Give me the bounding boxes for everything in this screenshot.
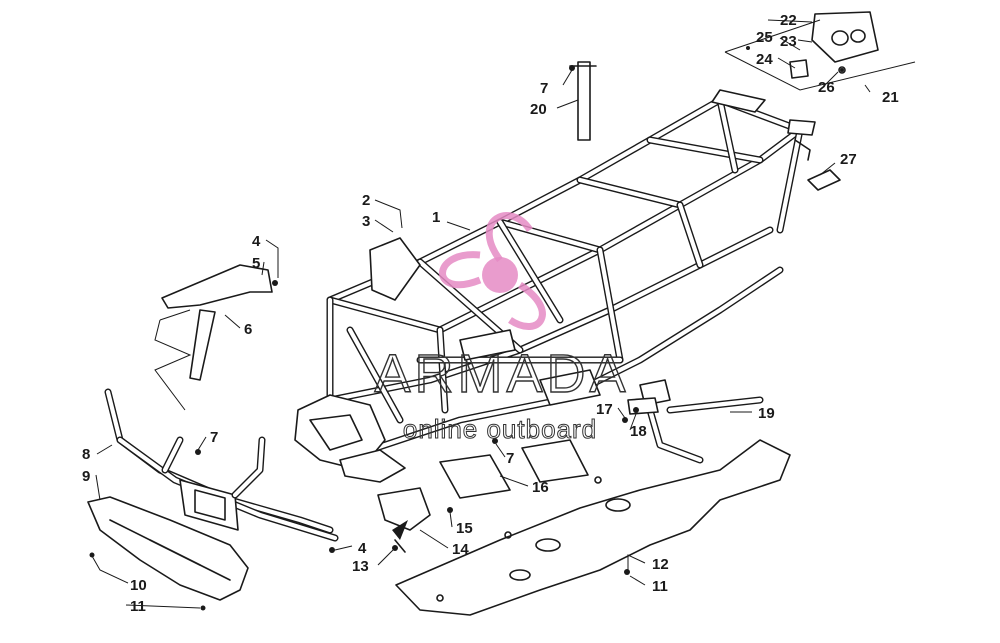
heat-shields xyxy=(439,439,589,499)
callout-25: 25 xyxy=(756,29,773,46)
callout-3: 3 xyxy=(362,213,370,230)
callout-16: 16 xyxy=(532,479,549,496)
callout-21: 21 xyxy=(882,89,899,106)
callout-14: 14 xyxy=(452,541,469,558)
callout-4a: 4 xyxy=(252,233,261,250)
callout-7a: 7 xyxy=(210,429,218,446)
callout-5: 5 xyxy=(252,255,260,272)
callout-10: 10 xyxy=(130,577,147,594)
callout-labels: 1 2 3 4 4 5 6 7 7 7 8 9 10 11 11 12 13 1… xyxy=(82,12,899,615)
callout-4b: 4 xyxy=(358,540,367,557)
armada-watermark: ARMADA online outboard xyxy=(374,212,629,445)
callout-11b: 11 xyxy=(652,578,668,595)
leader-lines xyxy=(91,19,871,609)
callout-2: 2 xyxy=(362,192,370,209)
callout-13: 13 xyxy=(352,558,369,575)
callout-24: 24 xyxy=(756,51,773,68)
callout-6: 6 xyxy=(244,321,252,338)
taillight-assembly xyxy=(724,11,916,91)
callout-7c: 7 xyxy=(540,80,548,97)
callout-11a: 11 xyxy=(130,598,146,615)
callout-18: 18 xyxy=(630,423,647,440)
front-bumper xyxy=(104,388,339,542)
main-frame xyxy=(294,89,816,483)
decal xyxy=(807,169,841,191)
callout-26: 26 xyxy=(818,79,835,96)
callout-1: 1 xyxy=(432,209,440,226)
watermark-tagline: online outboard xyxy=(403,414,597,444)
callout-23: 23 xyxy=(780,33,797,50)
callout-15: 15 xyxy=(456,520,473,537)
callout-17: 17 xyxy=(596,401,613,418)
callout-7b: 7 xyxy=(506,450,514,467)
front-skid-plate xyxy=(87,496,249,601)
callout-9: 9 xyxy=(82,468,90,485)
rear-bracket xyxy=(569,61,597,141)
watermark-brand: ARMADA xyxy=(374,344,629,404)
main-skid-plate xyxy=(395,439,791,616)
callout-19: 19 xyxy=(758,405,775,422)
callout-20: 20 xyxy=(530,101,547,118)
callout-27: 27 xyxy=(840,151,857,168)
upper-brackets xyxy=(154,264,273,411)
callout-8: 8 xyxy=(82,446,90,463)
armada-logo-icon xyxy=(439,212,546,330)
callout-12: 12 xyxy=(652,556,669,573)
callout-22: 22 xyxy=(780,12,797,29)
mount-bracket xyxy=(377,487,431,553)
